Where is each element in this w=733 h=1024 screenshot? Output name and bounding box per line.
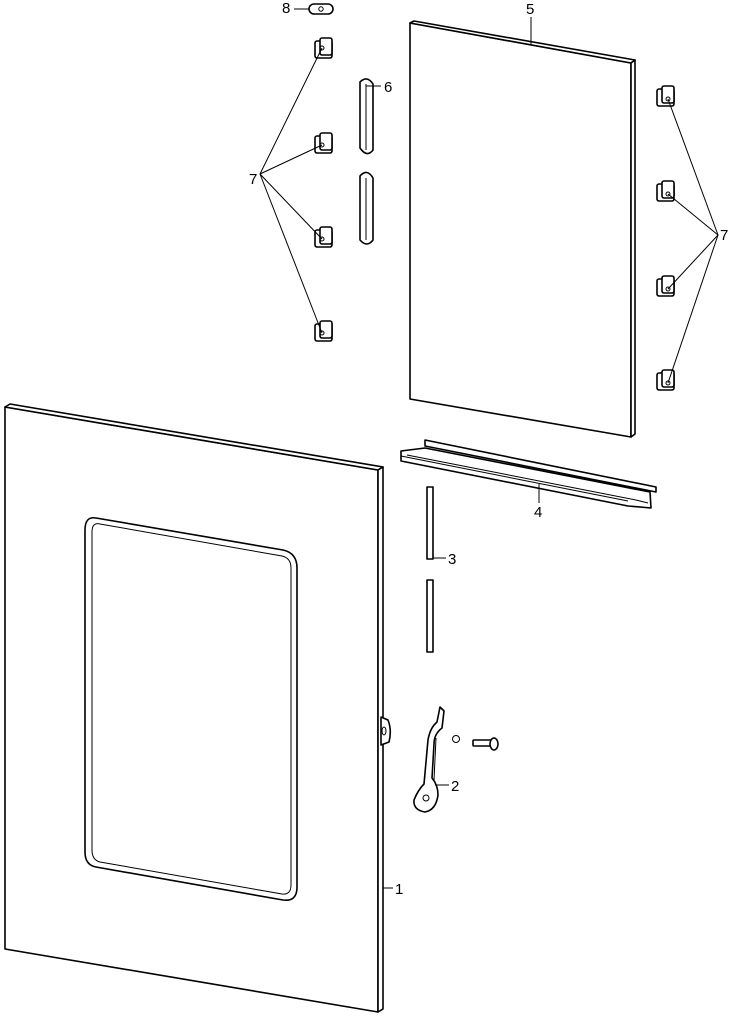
callout-2: 2: [451, 778, 459, 795]
part-2-hinge: [413, 706, 499, 813]
callout-4: 4: [534, 504, 542, 521]
callout-3: 3: [448, 551, 456, 568]
part-7-clips-right: [656, 85, 675, 391]
part-7-clips-left: [314, 37, 333, 342]
part-5-panel: [409, 20, 636, 438]
part-6-pins: [359, 78, 374, 245]
callout-7-left: 7: [249, 171, 257, 188]
callout-6: 6: [384, 79, 392, 96]
part-8-plate: [308, 3, 334, 15]
part-4-rail: [400, 439, 657, 509]
callout-1: 1: [395, 881, 403, 898]
part-3-rods: [426, 486, 434, 653]
part-1-door-frame: [4, 403, 392, 1013]
callout-7-right: 7: [720, 227, 728, 244]
leader-lines: [259, 8, 719, 889]
callout-8: 8: [282, 0, 290, 17]
callout-5: 5: [526, 1, 534, 18]
